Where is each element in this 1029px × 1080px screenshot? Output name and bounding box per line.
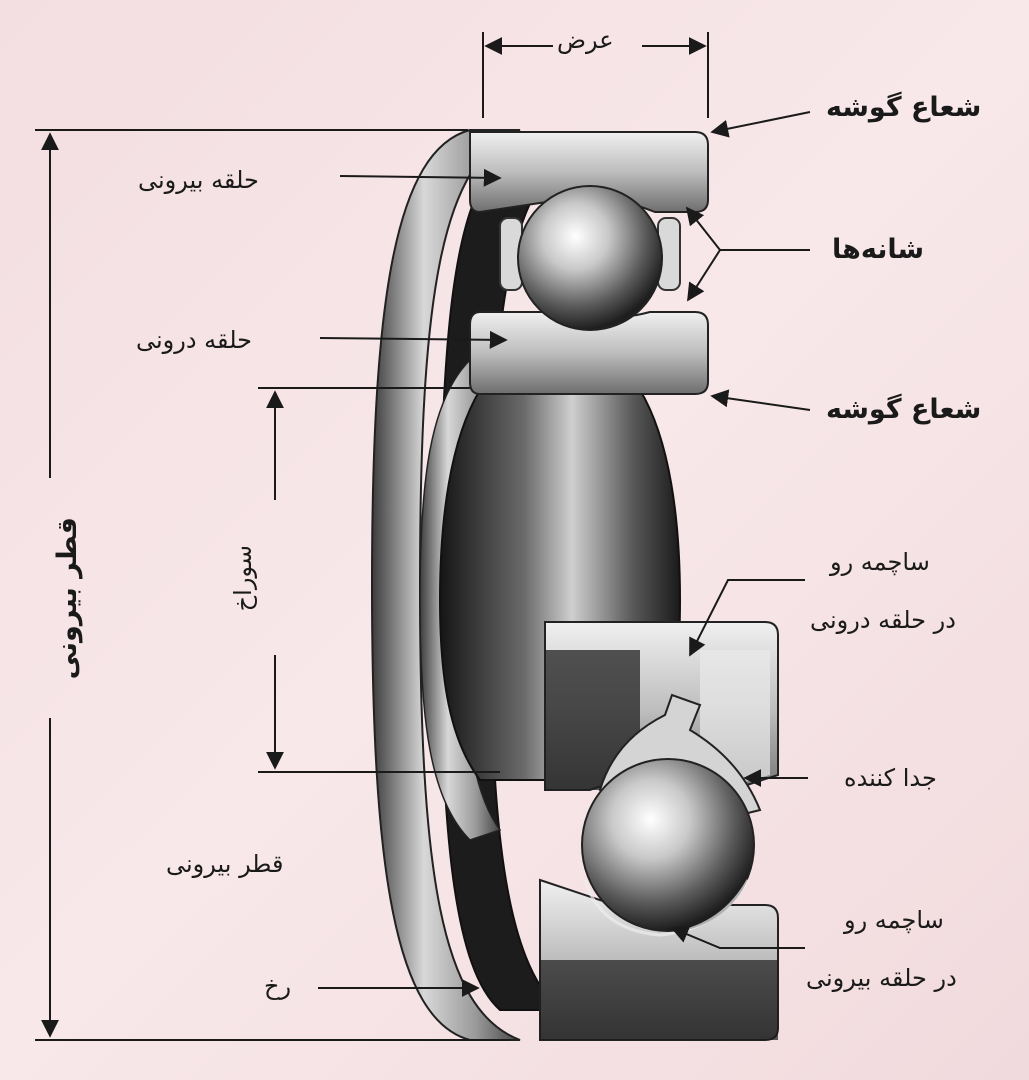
label-outer-diameter-vertical: قطر بیرونی [51,517,83,680]
label-inner-ring: حلقه درونی [136,326,252,354]
label-outer-raceway-1: ساچمه رو [844,906,944,934]
leader-lines [318,111,811,997]
label-separator: جدا کننده [844,764,937,792]
label-outer-raceway-2: در حلقه بیرونی [806,964,957,992]
label-outer-diameter: قطر بیرونی [166,850,284,878]
ball-top [499,185,681,331]
label-inner-raceway-1: ساچمه رو [830,548,930,576]
outer-ring-section-bottom [539,878,779,1041]
ball-bottom [581,693,762,937]
label-inner-raceway-2: در حلقه درونی [810,606,956,634]
label-outer-ring: حلقه بیرونی [138,166,259,194]
dimension-lines [35,32,709,1041]
label-face: رخ [264,972,292,1000]
label-corner-radius-mid: شعاع گوشه [826,394,982,425]
label-corner-radius-top: شعاع گوشه [826,92,982,123]
label-bore: سوراخ [228,545,257,612]
label-shoulders: شانه‌ها [832,234,925,265]
label-width: عرض [557,26,614,54]
outer-ring-section-top [469,131,709,214]
